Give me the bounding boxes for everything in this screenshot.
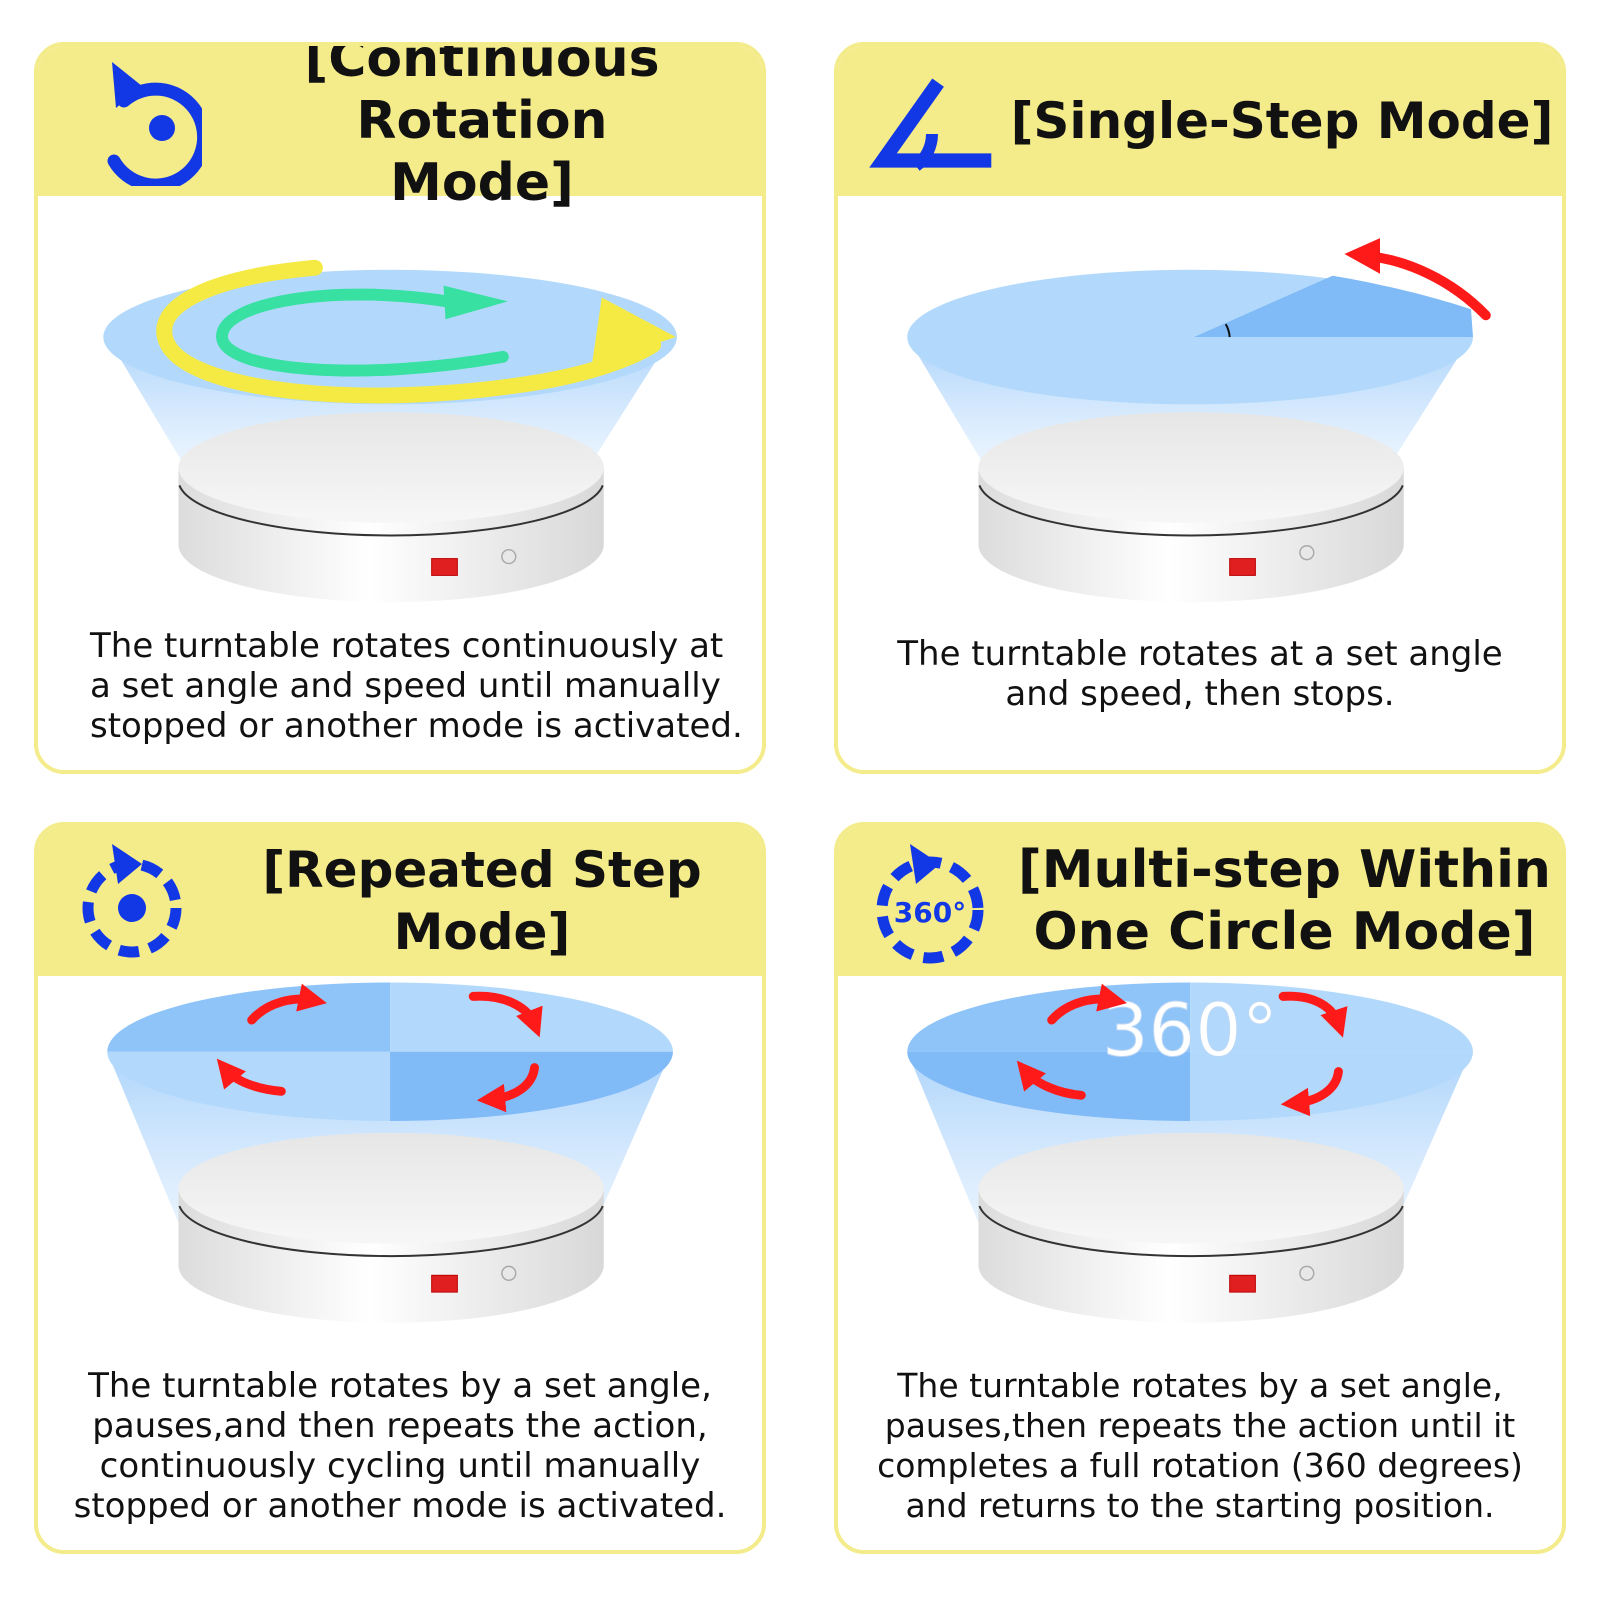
description-line: continuously cycling until manually bbox=[99, 1446, 701, 1486]
rotation-plate bbox=[103, 269, 677, 405]
icon-360-label: 360° bbox=[894, 896, 966, 929]
step-angle-sector bbox=[1194, 275, 1473, 338]
plate-quadrant bbox=[390, 1051, 673, 1121]
description-line: a set angle and speed until manually bbox=[90, 666, 721, 706]
description-line: stopped or another mode is activated. bbox=[73, 1486, 727, 1526]
title-line-2: Mode] bbox=[390, 153, 574, 213]
description-line: pauses,and then repeats the action, bbox=[92, 1406, 708, 1446]
usb-port bbox=[1299, 1265, 1315, 1281]
red-step-arrow bbox=[468, 991, 543, 1038]
title-line-1: [Multi-step Within bbox=[1018, 840, 1551, 900]
card-title: [Single-Step Mode] bbox=[1008, 46, 1556, 196]
title-line-1: [Single-Step Mode] bbox=[1010, 92, 1554, 150]
red-step-arrow bbox=[1362, 250, 1491, 321]
title-line-1: [Continuous Rotation bbox=[304, 42, 660, 151]
yellow-rotation-arrow bbox=[156, 259, 662, 404]
description-line: and returns to the starting position. bbox=[905, 1486, 1495, 1525]
card-description: The turntable rotates by a set angle, pa… bbox=[58, 1366, 742, 1526]
repeated-step-card: [Repeated Step Mode] The turntable rotat… bbox=[34, 822, 766, 1554]
power-switch bbox=[431, 1274, 458, 1293]
usb-port bbox=[501, 548, 517, 565]
card-description: The turntable rotates continuously at a … bbox=[90, 626, 743, 746]
power-switch bbox=[1229, 558, 1256, 576]
repeated-step-icon bbox=[82, 844, 182, 958]
power-switch bbox=[431, 558, 458, 576]
continuous-rotation-icon bbox=[107, 62, 202, 186]
card-description: The turntable rotates by a set angle, pa… bbox=[858, 1366, 1542, 1526]
card-header: [Repeated Step Mode] bbox=[38, 826, 762, 976]
turntable-illustration bbox=[38, 976, 762, 1446]
green-rotation-arrow bbox=[216, 288, 509, 377]
red-step-arrow bbox=[1047, 983, 1127, 1025]
usb-port bbox=[1299, 544, 1315, 561]
usb-port bbox=[501, 1265, 517, 1281]
card-header: [Single-Step Mode] bbox=[838, 46, 1562, 196]
turntable-illustration bbox=[38, 196, 762, 666]
plate-360-label: 360° bbox=[1102, 989, 1278, 1074]
red-step-arrow bbox=[1016, 1060, 1086, 1100]
description-line: The turntable rotates by a set angle, bbox=[88, 1366, 712, 1406]
red-step-arrow bbox=[1280, 1067, 1343, 1117]
power-switch bbox=[1229, 1274, 1256, 1293]
description-line: The turntable rotates continuously at bbox=[90, 626, 724, 666]
description-line: and speed, then stops. bbox=[1005, 674, 1395, 714]
turntable-illustration bbox=[838, 196, 1562, 666]
description-line: pauses,then repeats the action until it bbox=[884, 1406, 1516, 1445]
description-line: stopped or another mode is activated. bbox=[90, 706, 743, 746]
title-line-1: [Repeated Step Mode] bbox=[262, 841, 702, 961]
single-step-angle-icon bbox=[869, 78, 992, 171]
multi-step-360-icon: 360° bbox=[876, 844, 984, 964]
description-line: The turntable rotates at a set angle bbox=[897, 634, 1503, 674]
single-step-card: [Single-Step Mode] The turntable rotates… bbox=[834, 42, 1566, 774]
red-step-arrow bbox=[1278, 991, 1348, 1038]
description-line: The turntable rotates by a set angle, bbox=[897, 1366, 1503, 1405]
description-line: completes a full rotation (360 degrees) bbox=[877, 1446, 1523, 1485]
turntable-illustration: 360° bbox=[838, 976, 1562, 1446]
card-title: [Repeated Step Mode] bbox=[208, 826, 756, 976]
card-description: The turntable rotates at a set angle and… bbox=[858, 634, 1542, 714]
red-step-arrow bbox=[216, 1058, 286, 1096]
title-line-2: One Circle Mode] bbox=[1033, 902, 1536, 962]
red-step-arrow bbox=[476, 1063, 539, 1113]
red-step-arrow bbox=[247, 983, 327, 1025]
